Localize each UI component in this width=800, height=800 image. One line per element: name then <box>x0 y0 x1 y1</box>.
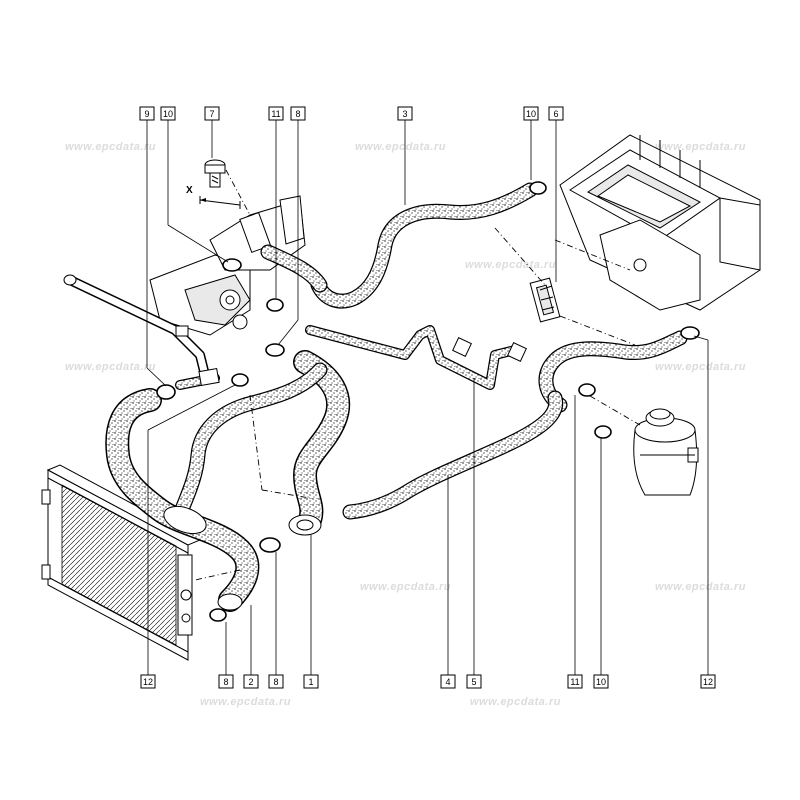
svg-text:11: 11 <box>570 677 579 687</box>
callout-2: 2 <box>243 674 259 689</box>
callout-11: 11 <box>567 674 583 689</box>
hose-clamps <box>156 181 700 622</box>
watermark: www.epcdata.ru <box>655 361 746 373</box>
hose-upper-left <box>172 362 328 523</box>
radiator <box>41 464 202 661</box>
clamp-8-upper <box>265 343 285 357</box>
watermark: www.epcdata.ru <box>200 696 291 708</box>
svg-text:9: 9 <box>144 109 149 119</box>
clamp-12-pump <box>231 373 249 387</box>
expansion-tank <box>633 408 699 496</box>
watermark: www.epcdata.ru <box>65 361 156 373</box>
watermark: www.epcdata.ru <box>470 696 561 708</box>
callout-11: 11 <box>268 106 284 121</box>
callout-10: 10 <box>593 674 609 689</box>
pump-connector <box>175 367 220 390</box>
callout-5: 5 <box>466 674 482 689</box>
callouts-top: 9 10 7 11 8 3 10 6 <box>139 106 564 121</box>
watermark: www.epcdata.ru <box>355 141 446 153</box>
hose-1 <box>288 350 351 536</box>
clamp-8-mid <box>259 537 281 553</box>
svg-text:12: 12 <box>143 677 153 687</box>
callout-8: 8 <box>218 674 234 689</box>
callout-4: 4 <box>440 674 456 689</box>
callout-7: 7 <box>204 106 220 121</box>
hose-upper-link <box>260 244 328 293</box>
callout-9: 9 <box>139 106 155 121</box>
assembly-lines <box>194 227 641 581</box>
heater-matrix <box>559 134 761 311</box>
callout-10: 10 <box>160 106 176 121</box>
watermark: www.epcdata.ru <box>465 259 556 271</box>
callout-3: 3 <box>397 106 413 121</box>
pipe-5 <box>305 325 527 390</box>
watermark: www.epcdata.ru <box>655 141 746 153</box>
callout-12: 12 <box>140 674 156 689</box>
svg-text:8: 8 <box>295 109 300 119</box>
svg-text:8: 8 <box>223 677 228 687</box>
callout-8: 8 <box>268 674 284 689</box>
bleed-screw: X <box>186 159 251 216</box>
clamp-10-right <box>594 425 612 439</box>
callouts-bottom: 12 8 2 8 1 4 5 11 <box>140 674 716 689</box>
svg-text:5: 5 <box>471 677 476 687</box>
x-marker: X <box>186 185 193 196</box>
svg-text:10: 10 <box>596 677 606 687</box>
svg-text:1: 1 <box>308 677 313 687</box>
hose-12-right <box>538 330 688 413</box>
bypass-pipe <box>63 274 210 380</box>
hose-3 <box>310 182 538 309</box>
callout-10: 10 <box>523 106 539 121</box>
clamp-11 <box>266 298 284 312</box>
svg-text:8: 8 <box>273 677 278 687</box>
watermark: www.epcdata.ru <box>65 141 156 153</box>
svg-text:6: 6 <box>553 109 558 119</box>
svg-text:7: 7 <box>209 109 214 119</box>
svg-text:3: 3 <box>402 109 407 119</box>
svg-text:10: 10 <box>163 109 173 119</box>
clamp-12-right <box>680 326 700 340</box>
heater-valve <box>529 277 561 323</box>
svg-text:2: 2 <box>248 677 253 687</box>
svg-text:12: 12 <box>703 677 713 687</box>
callout-8: 8 <box>290 106 306 121</box>
svg-text:10: 10 <box>526 109 536 119</box>
leader-lines <box>146 120 709 675</box>
hose-2 <box>105 388 260 612</box>
clamp-11-right <box>578 383 596 397</box>
clamp-10-top <box>529 181 547 195</box>
svg-text:4: 4 <box>445 677 450 687</box>
watermark: www.epcdata.ru <box>655 581 746 593</box>
clamp-12-left <box>156 384 176 400</box>
svg-text:11: 11 <box>271 109 280 119</box>
callout-6: 6 <box>548 106 564 121</box>
clamp-8-low <box>209 608 227 622</box>
callout-12: 12 <box>700 674 716 689</box>
hose-4 <box>342 390 564 520</box>
callout-1: 1 <box>303 674 319 689</box>
watermark: www.epcdata.ru <box>360 581 451 593</box>
